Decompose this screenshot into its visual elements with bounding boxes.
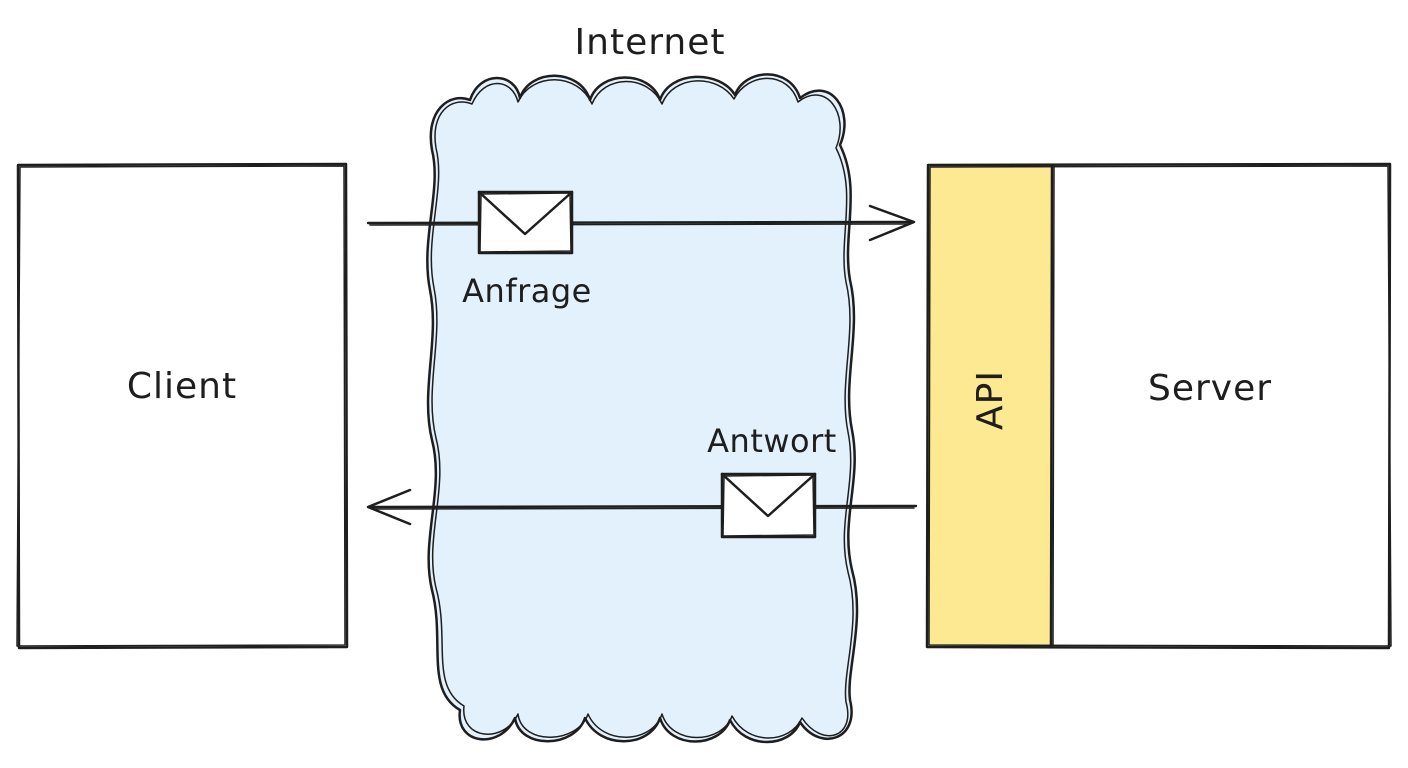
cloud-outline-sketch (430, 77, 854, 739)
api-divider-line (1049, 163, 1054, 649)
internet-cloud (426, 73, 859, 744)
client-box-fill (18, 165, 346, 647)
client-box-outline-sketch (16, 165, 346, 647)
request-arrowhead (868, 204, 916, 242)
client-label: Client (127, 366, 237, 407)
request-arrow (366, 204, 916, 242)
api-strip-fill (928, 165, 1052, 647)
server-box (925, 162, 1392, 650)
request-envelope-flap (477, 190, 574, 236)
cloud-outline (426, 73, 859, 744)
response-envelope-flap (720, 472, 817, 518)
response-label: Antwort (707, 422, 837, 460)
api-label: API (970, 370, 1011, 430)
server-box-outline (925, 162, 1392, 650)
api-divider-sketch (1052, 165, 1055, 646)
response-arrowhead (366, 488, 412, 526)
request-label: Anfrage (462, 272, 592, 310)
request-envelope-outline-sketch (479, 192, 572, 253)
response-arrow-line-sketch (371, 507, 915, 510)
internet-label: Internet (575, 22, 726, 63)
server-box-outline-sketch (928, 165, 1392, 647)
response-envelope-icon (720, 472, 817, 539)
response-envelope-body (722, 474, 815, 537)
response-envelope-outline-sketch (722, 474, 815, 537)
request-envelope-icon (477, 190, 574, 255)
response-arrow (366, 488, 918, 526)
request-envelope-body (479, 192, 572, 253)
request-envelope-outline (477, 190, 574, 255)
client-box (16, 162, 349, 650)
response-envelope-outline (720, 472, 817, 539)
response-arrow-line (368, 504, 918, 509)
request-arrow-line (366, 220, 914, 225)
request-arrow-line-sketch (369, 223, 911, 226)
server-label: Server (1148, 368, 1272, 409)
cloud-shape (427, 74, 858, 742)
